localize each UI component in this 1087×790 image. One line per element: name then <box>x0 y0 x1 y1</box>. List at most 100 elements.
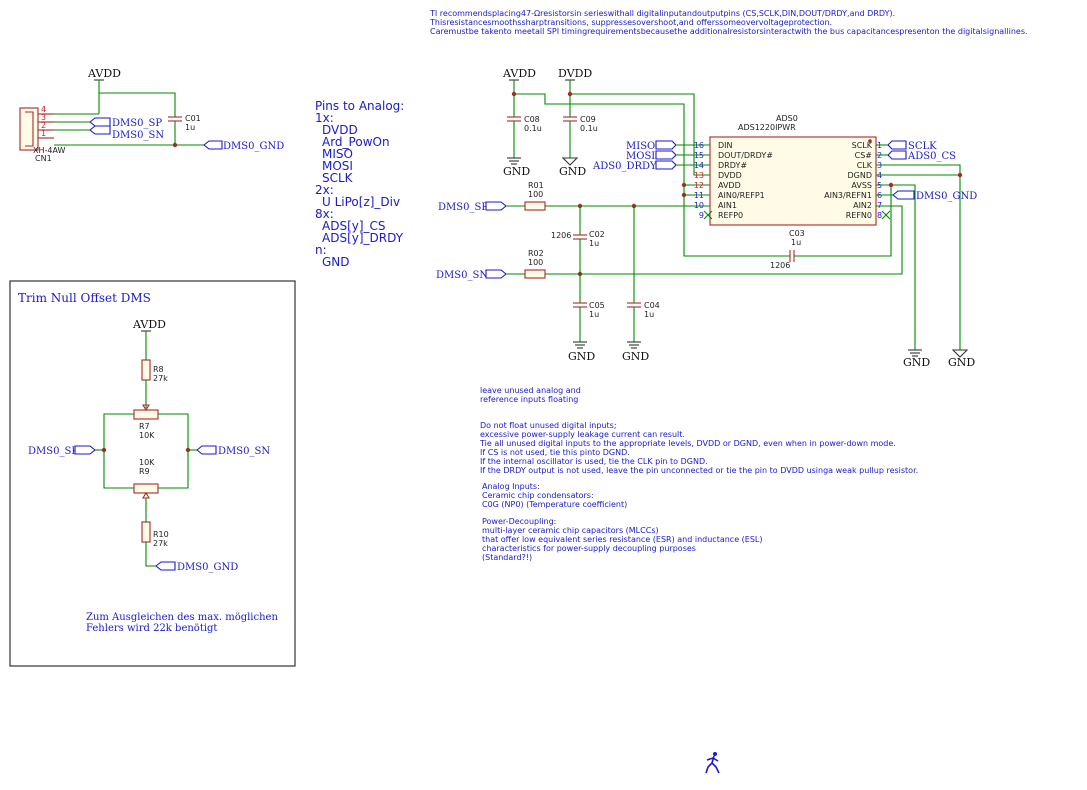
gnd-label-6: GND <box>622 350 649 363</box>
r10-value: 27k <box>153 539 168 548</box>
ads0-cs-label: ADS0_CS <box>907 151 956 162</box>
capacitor-c08[interactable]: C08 0.1u <box>507 115 542 158</box>
ic-pin-num-9: 9 <box>699 211 704 220</box>
trim-note-line-2: Fehlers wird 22k benötigt <box>86 623 217 634</box>
resistor-r02[interactable]: R02 100 <box>524 249 546 279</box>
resistor-r01[interactable]: R01 100 <box>524 181 546 211</box>
ic-pin-name-1: SCLK <box>852 141 873 150</box>
dms0-gnd-label-2: DMS0_GND <box>916 191 977 202</box>
trim-note: Zum Ausgleichen des max. möglichen Fehle… <box>86 612 278 634</box>
dms0-sp-label-3: DMS0_SP <box>28 446 78 457</box>
r9-value: 10K <box>139 458 155 467</box>
net-label-dms0-sp-trim[interactable]: DMS0_SP <box>28 445 96 457</box>
net-label-dms0-gnd-cn1[interactable]: DMS0_GND <box>203 140 284 152</box>
net-label-ads0-drdy[interactable]: ADS0_DRDY <box>592 160 677 172</box>
analog-floating-note: leave unused analog and reference inputs… <box>480 386 581 404</box>
pins-line-gnd: GND <box>322 255 350 269</box>
dvdd-label: DVDD <box>558 67 592 80</box>
avdd-symbol-cn1: AVDD <box>87 67 121 114</box>
pins-line-lipo: U LiPo[z]_Div <box>322 195 400 209</box>
pins-line-sclk: SCLK <box>322 171 354 185</box>
pins-line-cs: ADS[y]_CS <box>322 219 386 233</box>
pins-line-8x: 8x: <box>315 207 334 221</box>
c01-ref: C01 <box>185 114 201 123</box>
pins-to-analog-note: Pins to Analog: 1x: DVDD Ard_PowOn MISO … <box>315 99 404 269</box>
nc-refp0 <box>703 210 713 220</box>
r8-ref: R8 <box>153 365 164 374</box>
net-label-sclk[interactable]: SCLK <box>887 140 937 152</box>
floating-line-2: reference inputs floating <box>480 395 578 404</box>
c02-ref: C02 <box>589 230 605 239</box>
capacitor-c04[interactable]: C04 1u <box>627 206 660 342</box>
connector-cn1[interactable]: 4 3 2 1 XH-4AW CN1 <box>19 105 66 163</box>
net-label-mosi[interactable]: MOSI <box>626 150 677 162</box>
dms0-gnd-label-1: DMS0_GND <box>223 141 284 152</box>
decoupling-line-1: Power-Decoupling: <box>482 517 556 526</box>
avdd-label-1: AVDD <box>87 67 121 80</box>
r7-ref: R7 <box>139 422 150 431</box>
dms0-sp-label-1: DMS0_SP <box>112 118 162 129</box>
potentiometer-r9[interactable]: 10K R9 <box>133 458 159 499</box>
resistor-r8[interactable]: R8 27k <box>141 359 168 383</box>
ic-pin-num-8: 8 <box>877 211 882 220</box>
cn1-value: XH-4AW <box>33 146 66 155</box>
net-label-dms0-sp-in[interactable]: DMS0_SP <box>438 201 507 213</box>
capacitor-c05[interactable]: C05 1u <box>573 274 605 342</box>
cn1-ref: CN1 <box>35 154 52 163</box>
capacitor-c09[interactable]: C09 0.1u <box>563 115 598 158</box>
c02-pkg: 1206 <box>551 231 571 240</box>
c08-ref: C08 <box>524 115 540 124</box>
pins-line-mosi: MOSI <box>322 159 353 173</box>
ic-pin-name-13: DVDD <box>718 171 742 180</box>
avdd-label-3: AVDD <box>132 318 166 331</box>
trim-title: Trim Null Offset DMS <box>18 291 151 305</box>
gnd-symbol-c05: GND <box>568 341 595 363</box>
pins-title: Pins to Analog: <box>315 99 404 113</box>
cn1-pin-3: 3 <box>41 113 46 122</box>
pins-line-n: n: <box>315 243 327 257</box>
ic-pin-num-12: 12 <box>694 181 704 190</box>
r8-value: 27k <box>153 374 168 383</box>
c09-value: 0.1u <box>580 124 598 133</box>
analog-inputs-note: Analog Inputs: Ceramic chip condensators… <box>482 482 627 509</box>
dvdd-symbol-top: DVDD <box>558 67 592 81</box>
net-label-dms0-sn-trim[interactable]: DMS0_SN <box>196 445 270 457</box>
c03-value: 1u <box>791 238 801 247</box>
ic-value: ADS1220IPWR <box>738 123 796 132</box>
decoupling-line-5: (Standard?!) <box>482 553 532 562</box>
net-label-miso[interactable]: MISO <box>626 140 677 152</box>
potentiometer-r7[interactable]: R7 10K <box>133 404 159 440</box>
miso-label: MISO <box>626 141 655 152</box>
ic-pin-name-6: AIN3/REFN1 <box>824 191 872 200</box>
c03-ref: C03 <box>789 229 805 238</box>
digital-line-6: If the DRDY output is not used, leave th… <box>480 466 918 475</box>
trim-null-offset-frame: Trim Null Offset DMS <box>9 280 296 667</box>
analog-inputs-line-1: Analog Inputs: <box>482 482 540 491</box>
capacitor-c01[interactable]: C01 1u <box>168 114 201 145</box>
r02-value: 100 <box>528 258 543 267</box>
net-label-dms0-sp-cn1[interactable]: DMS0_SP <box>89 117 162 129</box>
ic-pin-name-8: REFN0 <box>846 211 872 220</box>
dms0-sn-label-2: DMS0_SN <box>436 270 488 281</box>
running-man-icon <box>705 752 720 774</box>
net-label-ads0-cs[interactable]: ADS0_CS <box>887 150 956 162</box>
c02-value: 1u <box>589 239 599 248</box>
net-label-dms0-sn-cn1[interactable]: DMS0_SN <box>89 125 164 141</box>
c08-value: 0.1u <box>524 124 542 133</box>
power-decoupling-note: Power-Decoupling: multi-layer ceramic ch… <box>482 517 763 562</box>
c09-ref: C09 <box>580 115 596 124</box>
net-label-dms0-gnd-ic[interactable]: DMS0_GND <box>892 190 977 202</box>
ic-pin-name-14: DRDY# <box>718 161 747 170</box>
c03-pkg: 1206 <box>770 261 790 270</box>
net-label-dms0-sn-in[interactable]: DMS0_SN <box>436 269 507 281</box>
cn1-pin-2: 2 <box>41 121 46 130</box>
gnd-symbol-c09: GND <box>559 157 586 178</box>
decoupling-line-3: that offer low equivalent series resista… <box>482 535 763 544</box>
net-label-dms0-gnd-trim[interactable]: DMS0_GND <box>155 561 238 573</box>
capacitor-c02[interactable]: C02 1u 1206 <box>551 206 605 274</box>
capacitor-c03[interactable]: C03 1u 1206 <box>770 229 805 270</box>
r10-ref: R10 <box>153 530 169 539</box>
r01-ref: R01 <box>528 181 544 190</box>
